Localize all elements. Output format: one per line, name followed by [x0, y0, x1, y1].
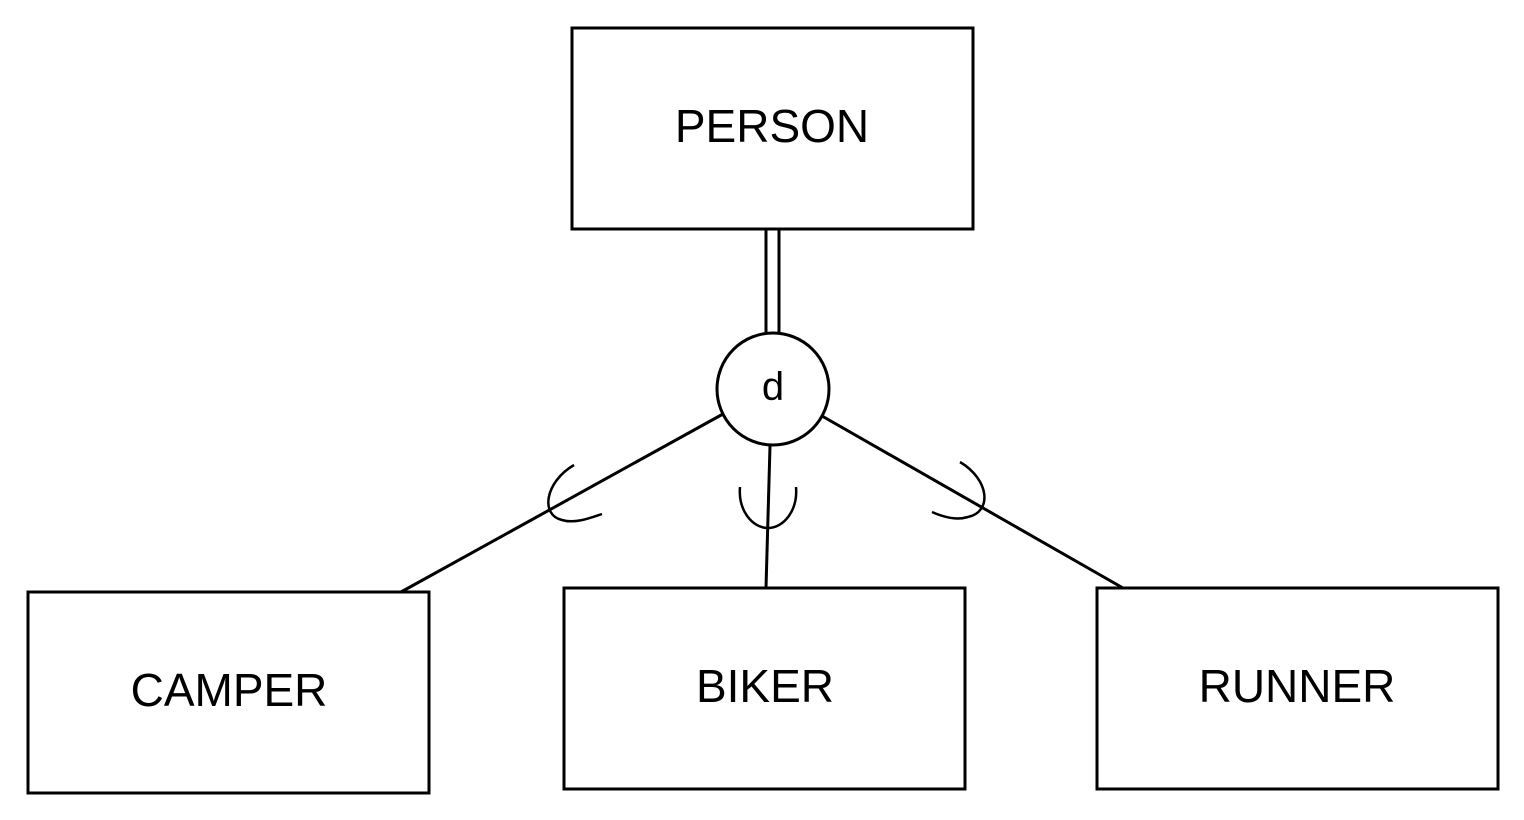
link-camper: [400, 412, 724, 594]
total-participation-link: [764, 230, 781, 334]
entity-camper[interactable]: CAMPER: [26, 590, 431, 795]
entity-camper-label: CAMPER: [131, 664, 328, 716]
entity-runner-label: RUNNER: [1199, 660, 1396, 712]
entity-biker[interactable]: BIKER: [562, 586, 967, 791]
entity-runner[interactable]: RUNNER: [1095, 586, 1500, 791]
subset-symbol-biker: [738, 486, 798, 530]
entity-person-label: PERSON: [675, 100, 869, 152]
entity-biker-box: [562, 586, 967, 791]
specialization-label: d: [762, 365, 784, 409]
specialization-disjoint[interactable]: d: [715, 331, 831, 447]
entity-person[interactable]: PERSON: [570, 26, 975, 231]
subset-symbol-camper: [547, 463, 603, 523]
entity-runner-box: [1095, 586, 1500, 791]
entity-camper-box: [26, 590, 431, 795]
subset-symbol-runner: [931, 460, 986, 520]
link-biker: [764, 445, 772, 589]
link-runner: [821, 414, 1124, 590]
entity-person-box: [570, 26, 975, 231]
entity-biker-label: BIKER: [696, 660, 834, 712]
specialization-circle: [715, 331, 831, 447]
